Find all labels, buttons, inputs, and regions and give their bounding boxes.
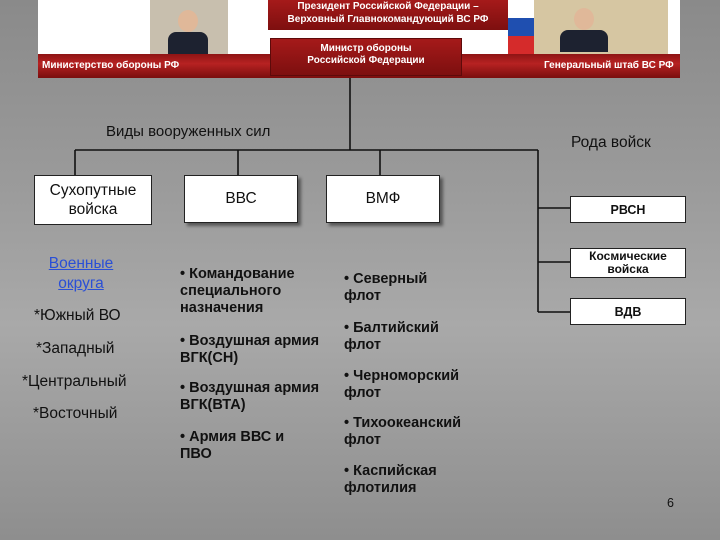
types-label: Виды вооруженных сил xyxy=(106,123,271,140)
space-forces-box: Космические войска xyxy=(570,248,686,278)
vdv-label: ВДВ xyxy=(614,304,642,319)
air-force-label: ВВС xyxy=(225,190,257,207)
president-title-line1: Президент Российской Федерации – xyxy=(297,1,479,12)
navy-item-baltic: • Балтийский флот xyxy=(344,320,439,353)
military-districts-link[interactable]: Военные округа xyxy=(48,255,114,292)
navy-item-pacific: • Тихоокеанский флот xyxy=(344,415,462,448)
district-east: *Восточный xyxy=(33,405,118,422)
navy-label: ВМФ xyxy=(365,190,401,207)
air-item-special-command: • Командование специального назначения xyxy=(180,266,295,316)
ground-forces-label: Сухопутные войска xyxy=(49,182,137,218)
minister-title: Министр обороны Российской Федерации xyxy=(270,38,462,76)
rvsn-label: РВСН xyxy=(610,202,646,217)
air-item-army-vta: • Воздушная армия ВГК(ВТА) xyxy=(180,380,320,413)
president-title-line2: Верховный Главнокомандующий ВС РФ xyxy=(287,14,489,25)
page-number: 6 xyxy=(667,496,674,510)
air-item-aviation-air-defense: • Армия ВВС и ПВО xyxy=(180,429,285,462)
space-forces-label: Космические войска xyxy=(589,249,667,276)
minister-title-line2: Российской Федерации xyxy=(307,55,425,66)
ministry-label: Министерство обороны РФ xyxy=(42,60,180,71)
navy-item-northern: • Северный флот xyxy=(344,271,428,304)
minister-title-line1: Министр обороны xyxy=(320,43,412,54)
vdv-box: ВДВ xyxy=(570,298,686,325)
branches-label: Рода войск xyxy=(571,134,651,151)
air-force-box: ВВС xyxy=(184,175,298,223)
defense-minister-photo xyxy=(150,0,228,54)
president-title: Президент Российской Федерации – Верховн… xyxy=(268,0,508,30)
air-item-army-sn: • Воздушная армия ВГК(СН) xyxy=(180,333,320,366)
navy-item-caspian: • Каспийская флотилия xyxy=(344,463,437,496)
district-central: *Центральный xyxy=(22,373,127,390)
navy-box: ВМФ xyxy=(326,175,440,223)
general-staff-label: Генеральный штаб ВС РФ xyxy=(544,60,674,71)
rvsn-box: РВСН xyxy=(570,196,686,223)
header-banner: Президент Российской Федерации – Верховн… xyxy=(38,0,680,78)
district-south: *Южный ВО xyxy=(34,307,121,324)
ground-forces-box: Сухопутные войска xyxy=(34,175,152,225)
district-west: *Западный xyxy=(36,340,115,357)
president-photo xyxy=(508,0,668,54)
navy-item-black-sea: • Черноморский флот xyxy=(344,368,460,401)
